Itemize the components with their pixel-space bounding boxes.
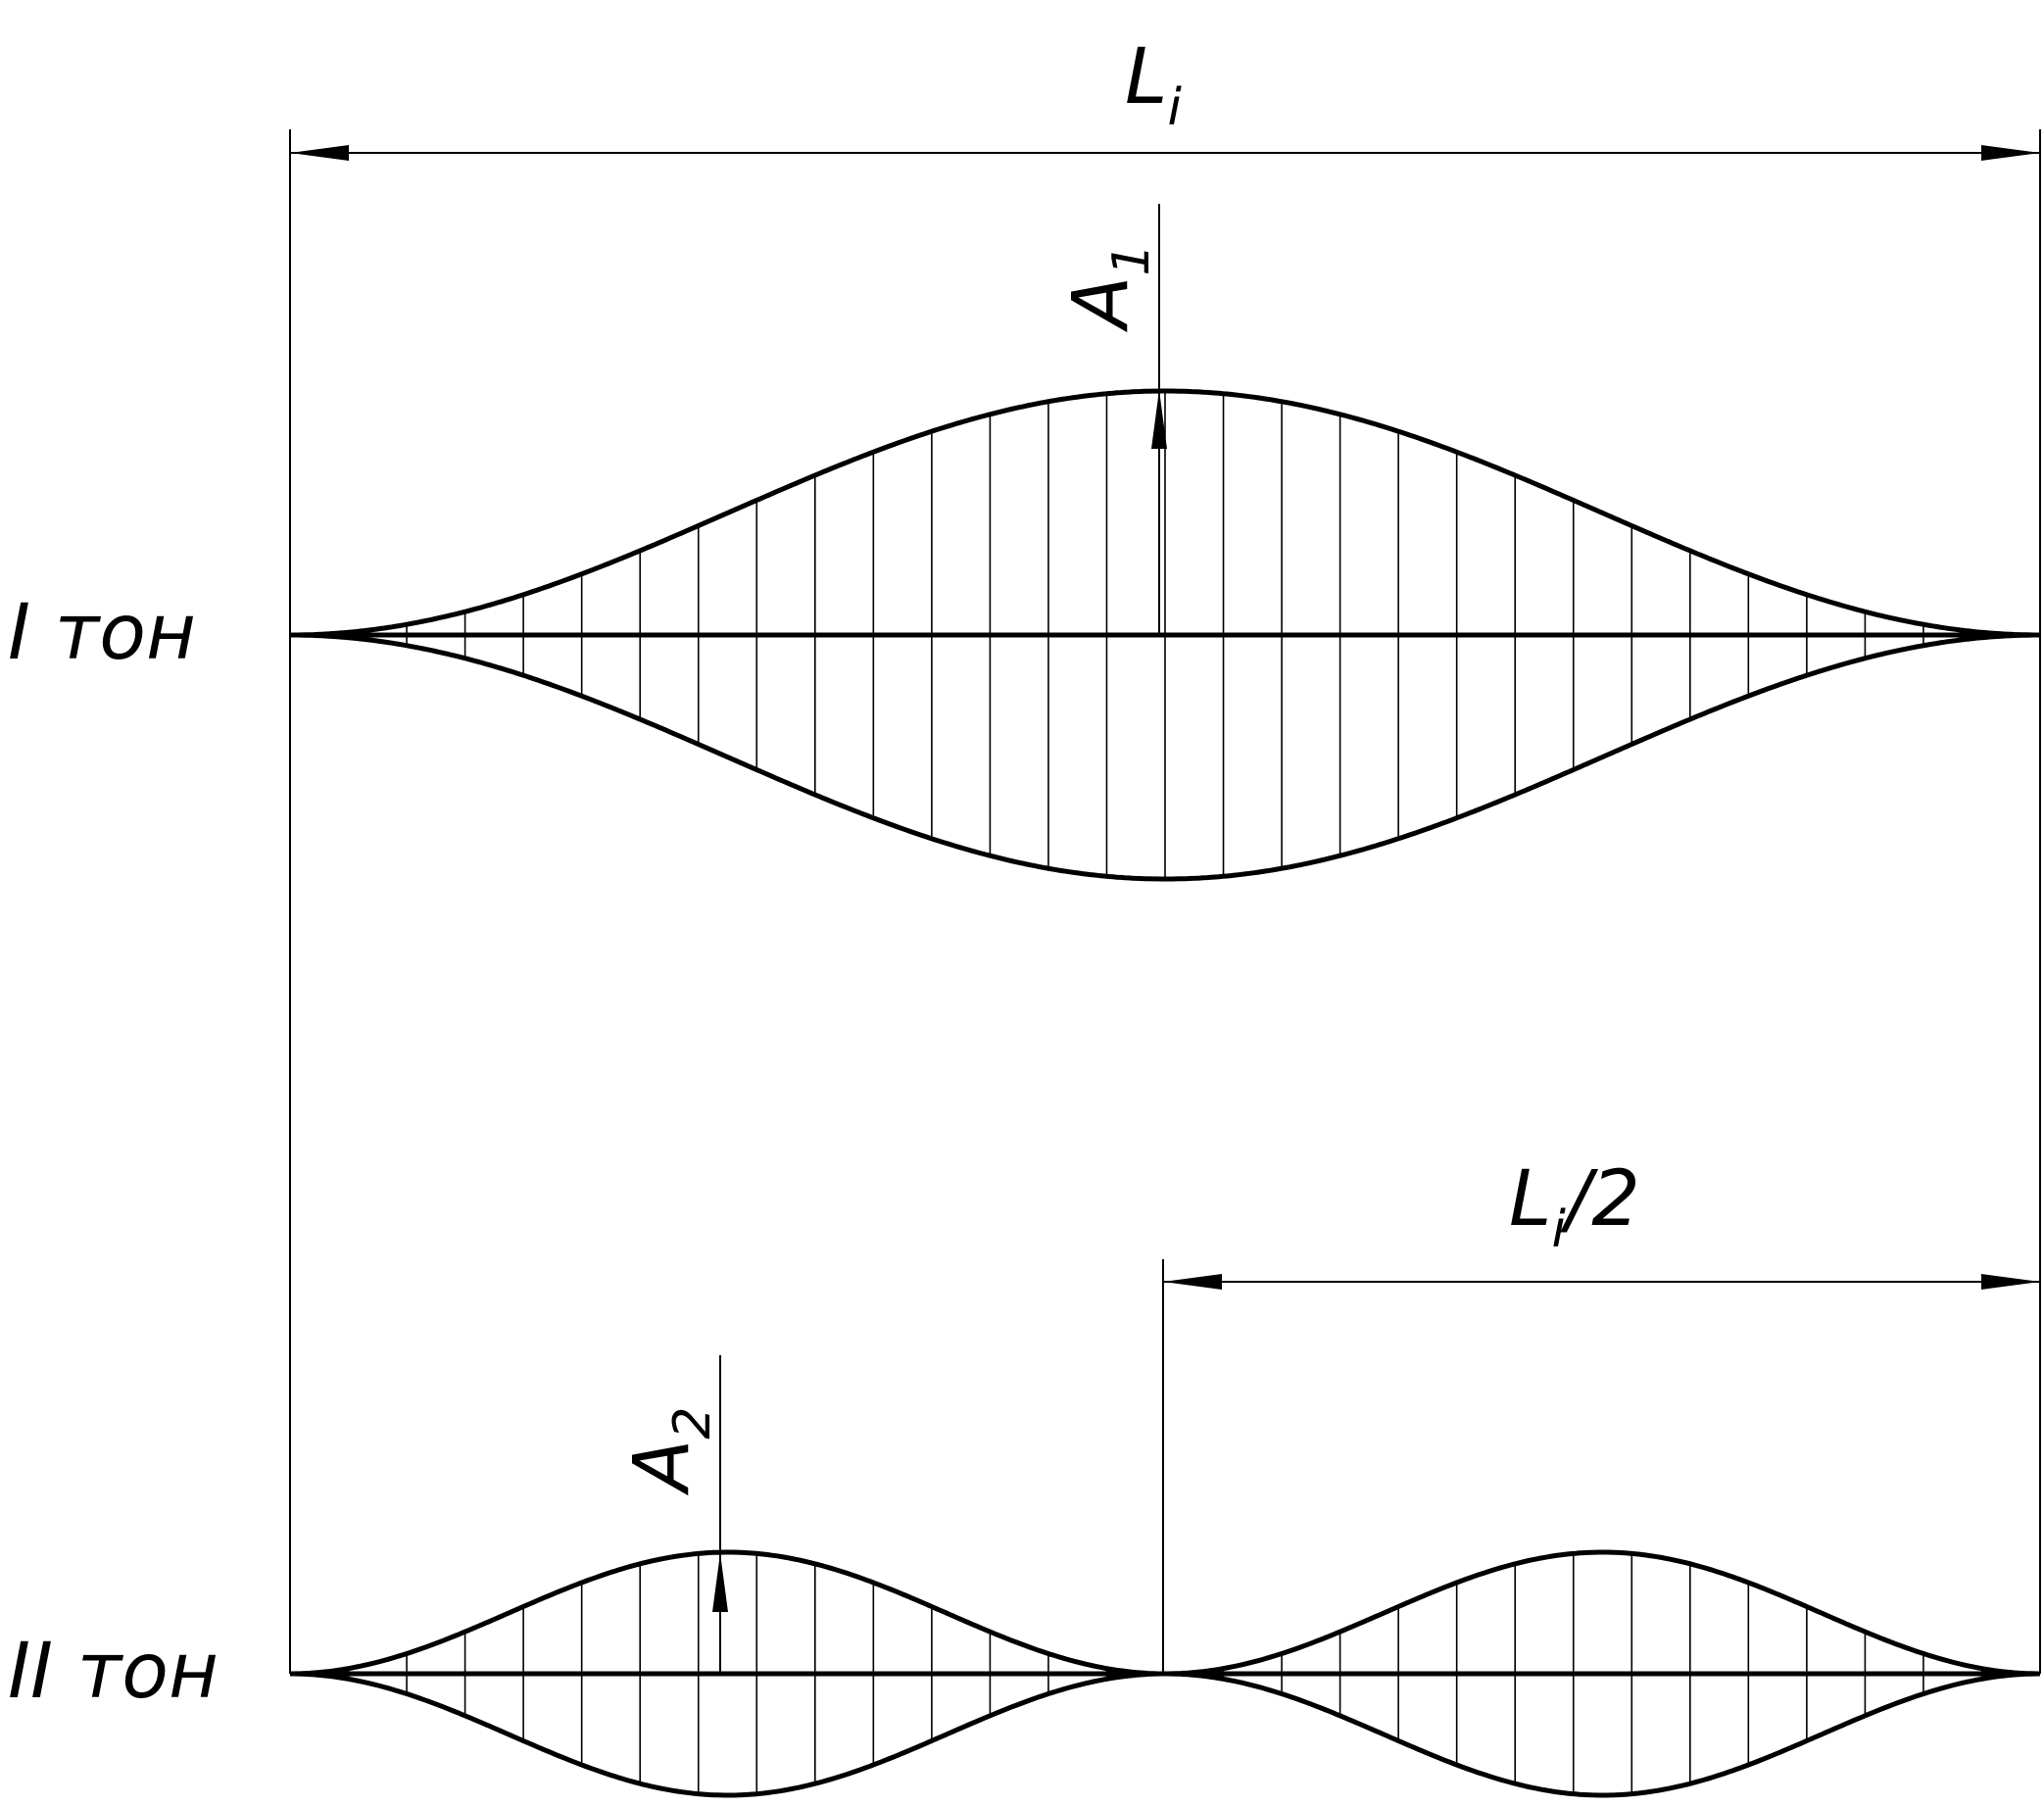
mode-2-label: II тон bbox=[8, 1628, 219, 1716]
span-arrow-right bbox=[1981, 145, 2040, 161]
amplitude-1-label: A1 bbox=[1057, 244, 1161, 333]
lower-envelope-curve bbox=[290, 1671, 2039, 1798]
amplitude-1-arrow bbox=[1151, 390, 1167, 449]
span-dimension: Li bbox=[290, 33, 2040, 161]
lower-envelope-curve bbox=[290, 632, 2038, 882]
mode-2-envelope bbox=[290, 1549, 2040, 1798]
mode-1-envelope bbox=[290, 388, 2040, 882]
half-span-label: Li/2 bbox=[1509, 1155, 1640, 1259]
span-label: Li bbox=[1125, 33, 1182, 137]
half-span-dimension: Li/2 bbox=[1163, 1155, 2040, 1290]
mode-1-label: I тон bbox=[8, 589, 196, 677]
upper-envelope-curve bbox=[290, 388, 2038, 638]
half-span-arrow-right bbox=[1981, 1274, 2040, 1290]
amplitude-1-marker: A1 bbox=[1057, 204, 1167, 635]
span-arrow-left bbox=[290, 145, 349, 161]
amplitude-2-label: A2 bbox=[618, 1407, 722, 1496]
half-span-arrow-left bbox=[1163, 1274, 1222, 1290]
amplitude-2-marker: A2 bbox=[618, 1355, 728, 1674]
amplitude-2-arrow bbox=[712, 1553, 728, 1612]
